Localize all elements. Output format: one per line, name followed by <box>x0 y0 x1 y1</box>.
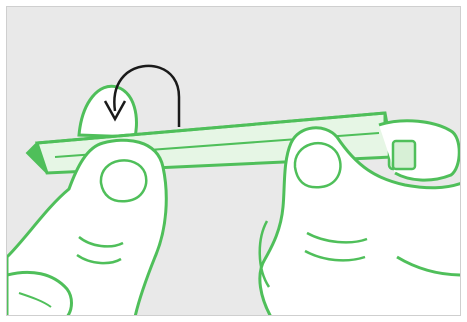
illustration-panel <box>6 6 461 316</box>
pen-needle-removal-illustration <box>7 7 461 316</box>
left-hand <box>7 140 166 316</box>
left-hand-back-finger <box>79 86 136 137</box>
